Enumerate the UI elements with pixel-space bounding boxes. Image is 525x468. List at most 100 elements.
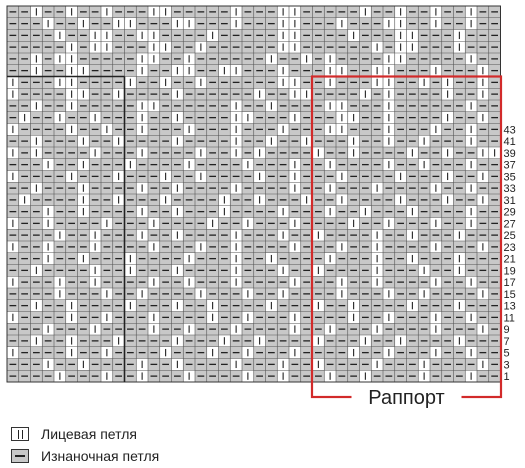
purl-stitch-cell — [441, 288, 454, 300]
purl-stitch-cell — [488, 276, 501, 288]
purl-stitch-cell — [206, 205, 219, 218]
purl-stitch-cell — [124, 170, 137, 183]
knit-stitch-cell — [101, 288, 113, 300]
knit-stitch-cell — [371, 182, 383, 194]
purl-stitch-cell — [136, 88, 148, 100]
purl-stitch-cell — [171, 370, 184, 382]
knit-stitch-cell — [124, 76, 137, 89]
purl-stitch-cell — [324, 299, 336, 312]
purl-stitch-cell — [77, 123, 90, 136]
purl-stitch-cell — [265, 370, 278, 382]
purl-stitch-cell — [206, 147, 219, 159]
purl-stitch-cell — [418, 6, 430, 18]
purl-stitch-cell — [159, 53, 172, 65]
purl-stitch-cell — [253, 276, 266, 288]
knit-stitch-cell — [418, 358, 430, 371]
purl-stitch-cell — [148, 264, 160, 277]
purl-stitch-cell — [124, 182, 137, 194]
purl-stitch-cell — [359, 229, 372, 241]
knit-stitch-cell — [441, 88, 454, 100]
purl-stitch-cell — [101, 64, 113, 77]
purl-stitch-cell — [383, 205, 395, 218]
knit-stitch-cell — [477, 241, 489, 253]
knit-stitch-cell — [289, 17, 301, 30]
knit-stitch-cell — [148, 53, 160, 65]
purl-stitch-cell — [112, 64, 125, 77]
purl-stitch-cell — [418, 17, 430, 30]
purl-stitch-cell — [18, 76, 31, 89]
purl-stitch-cell — [265, 264, 278, 277]
knit-stitch-cell — [89, 241, 101, 253]
knit-stitch-cell — [77, 194, 90, 206]
knit-stitch-cell — [277, 29, 289, 42]
row-number-label: 31 — [504, 195, 516, 207]
purl-stitch-cell — [183, 358, 195, 371]
purl-stitch-cell — [253, 111, 266, 124]
purl-stitch-cell — [253, 53, 266, 65]
knit-stitch-cell — [171, 135, 184, 147]
purl-stitch-cell — [347, 17, 360, 30]
purl-stitch-cell — [30, 370, 43, 382]
purl-stitch-cell — [89, 205, 101, 218]
knit-stitch-cell — [230, 252, 242, 265]
purl-stitch-cell — [242, 194, 254, 206]
knit-stitch-cell — [171, 205, 184, 218]
purl-stitch-cell — [277, 100, 289, 112]
knit-stitch-cell — [465, 346, 477, 359]
knit-stitch-cell — [171, 64, 184, 77]
purl-stitch-cell — [359, 346, 372, 359]
purl-stitch-cell — [42, 6, 54, 18]
row-number-label: 3 — [504, 359, 510, 371]
knit-stitch-cell — [30, 64, 43, 77]
knit-stitch-cell — [242, 346, 254, 359]
purl-stitch-cell — [277, 158, 289, 171]
purl-stitch-cell — [218, 182, 231, 194]
purl-stitch-cell — [148, 111, 160, 124]
purl-stitch-cell — [230, 29, 242, 42]
purl-stitch-cell — [89, 123, 101, 136]
knit-stitch-cell — [148, 217, 160, 230]
knit-stitch-cell — [101, 346, 113, 359]
knit-stitch-cell — [465, 123, 477, 136]
purl-stitch-cell — [54, 217, 66, 230]
purl-stitch-cell — [359, 170, 372, 183]
knit-stitch-cell — [477, 88, 489, 100]
purl-stitch-cell — [488, 323, 501, 335]
purl-stitch-cell — [418, 194, 430, 206]
purl-stitch-cell — [289, 229, 301, 241]
purl-stitch-cell — [101, 111, 113, 124]
purl-stitch-cell — [336, 370, 348, 382]
knit-stitch-cell — [18, 111, 31, 124]
purl-stitch-cell — [195, 158, 207, 171]
purl-stitch-cell — [183, 41, 195, 53]
purl-stitch-cell — [406, 323, 419, 335]
purl-stitch-cell — [112, 100, 125, 112]
purl-stitch-cell — [54, 88, 66, 100]
purl-stitch-cell — [218, 311, 231, 324]
purl-stitch-cell — [65, 241, 78, 253]
knit-stitch-cell — [418, 288, 430, 300]
purl-stitch-cell — [218, 229, 231, 241]
purl-stitch-cell — [430, 205, 442, 218]
knit-stitch-cell — [89, 41, 101, 53]
knit-stitch-cell — [30, 53, 43, 65]
knit-stitch-cell — [112, 335, 125, 347]
knit-stitch-cell — [371, 229, 383, 241]
purl-stitch-cell — [65, 135, 78, 147]
purl-stitch-cell — [430, 53, 442, 65]
purl-stitch-cell — [347, 264, 360, 277]
purl-stitch-cell — [7, 100, 19, 112]
purl-stitch-cell — [253, 311, 266, 324]
knit-stitch-cell — [218, 335, 231, 347]
purl-stitch-cell — [300, 370, 313, 382]
purl-stitch-cell — [406, 241, 419, 253]
knit-stitch-cell — [418, 370, 430, 382]
purl-stitch-cell — [77, 147, 90, 159]
purl-stitch-cell — [277, 299, 289, 312]
purl-stitch-cell — [312, 346, 325, 359]
purl-stitch-cell — [300, 264, 313, 277]
purl-stitch-cell — [324, 264, 336, 277]
purl-stitch-cell — [265, 147, 278, 159]
purl-stitch-cell — [18, 170, 31, 183]
purl-stitch-cell — [253, 205, 266, 218]
